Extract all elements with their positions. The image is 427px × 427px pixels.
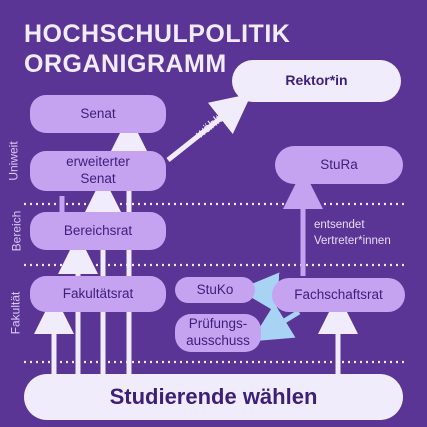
arrow-waehlt-rektor (166, 93, 252, 162)
arrow-to-stuko (238, 272, 280, 313)
arrow-to-pruefungsausschuss (250, 303, 301, 342)
edge-label-entsendet-line2: Vertreter*innen (314, 234, 391, 247)
node-erweiterter-senat-line1: erweiterter (66, 154, 130, 170)
node-erweiterter-senat-line2: Senat (80, 171, 116, 186)
node-fakultaetsrat: Fakultätsrat (30, 276, 166, 312)
node-rektor: Rektor*in (232, 60, 401, 102)
edge-label-entsendet: entsendet Vertreter*innen (314, 218, 391, 249)
node-stuko: StuKo (175, 277, 255, 303)
node-stura: StuRa (275, 146, 403, 184)
node-fachschaftsrat: Fachschaftsrat (272, 278, 405, 312)
node-bereichsrat: Bereichsrat (30, 212, 166, 250)
edge-label-entsendet-line1: entsendet (314, 219, 365, 231)
title-line-1: HOCHSCHULPOLITIK (24, 20, 291, 48)
node-senat: Senat (30, 95, 166, 133)
node-pruefungsausschuss: Prüfungs- ausschuss (175, 314, 261, 352)
node-pruefungsausschuss-line1: Prüfungs- (188, 316, 248, 332)
node-erweiterter-senat: erweiterter Senat (30, 151, 166, 191)
title-line-2: ORGANIGRAMM (24, 50, 227, 78)
node-pruefungsausschuss-line2: ausschuss (186, 333, 250, 348)
node-studierende-waehlen: Studierende wählen (24, 374, 403, 420)
